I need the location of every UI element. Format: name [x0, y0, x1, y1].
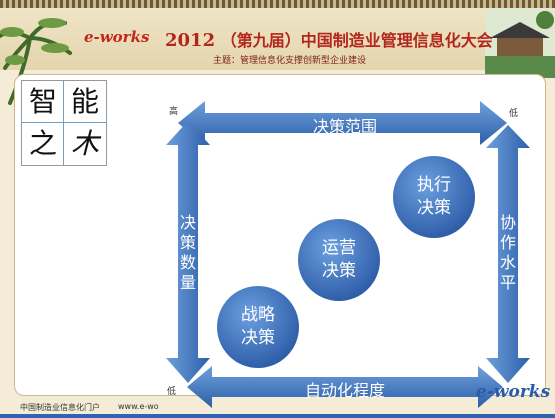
conference-subtitle: 主题：管理信息化支撑创新型企业建设: [213, 56, 367, 66]
arrow-left: [166, 121, 210, 383]
conference-year: 2012: [165, 30, 216, 51]
label-char: 协: [499, 213, 516, 232]
label-collaboration-level: 协 作 水 平: [498, 213, 518, 293]
label-char: 策: [179, 233, 196, 252]
label-automation-degree: 自动化程度: [304, 381, 385, 400]
eworks-logo: e-works: [84, 28, 150, 46]
sign-char: 木: [70, 127, 99, 160]
footer-portal-name: 中国制造业信息化门户: [20, 403, 100, 412]
arrow-right: [486, 125, 530, 383]
grid-line: [63, 81, 64, 165]
bottom-bar: [0, 414, 555, 418]
circle-text-line: 执行: [417, 175, 451, 195]
label-decision-scope: 决策范围: [312, 117, 377, 136]
palm-tree-icon: [0, 18, 72, 105]
sign-char: 之: [28, 127, 57, 160]
circle-label-operations: 运营 决策: [299, 237, 379, 283]
circle-text-line: 决策: [322, 261, 356, 281]
circle-execution: [393, 156, 475, 238]
label-char: 作: [499, 233, 516, 252]
label-decision-quantity: 决 策 数 量: [178, 213, 198, 293]
label-char: 水: [499, 253, 516, 272]
arrow-top: [178, 101, 507, 145]
circle-text-line: 运营: [322, 238, 356, 258]
header-banner: [0, 8, 555, 70]
circle-text-line: 决策: [241, 328, 275, 348]
circle-text-line: 战略: [241, 305, 275, 325]
conference-title: 2012 （第九届）中国制造业管理信息化大会: [165, 27, 493, 51]
corner-label-top-left: 高: [169, 107, 179, 117]
corner-label-top-right: 低: [509, 109, 519, 119]
top-border: [0, 0, 555, 8]
label-char: 数: [179, 253, 196, 272]
circle-label-execution: 执行 决策: [394, 174, 474, 220]
conference-title-text: （第九届）中国制造业管理信息化大会: [220, 31, 493, 50]
label-char: 决: [179, 213, 196, 232]
eworks-watermark: e-works: [476, 382, 551, 402]
circle-label-strategy: 战略 决策: [218, 304, 298, 350]
circle-text-line: 决策: [417, 198, 451, 218]
sign-char: 能: [70, 85, 99, 118]
footer-url: www.e-wo: [118, 402, 159, 411]
label-char: 平: [499, 273, 516, 292]
pavilion-icon: [485, 8, 555, 78]
grid-line: [22, 122, 106, 123]
circle-operations: [298, 219, 380, 301]
sign-char: 智: [28, 85, 57, 118]
corner-label-bottom-left: 低: [167, 387, 177, 397]
circle-strategy: [217, 286, 299, 368]
title-sign: 智 能 之 木: [21, 80, 107, 166]
label-char: 量: [179, 273, 196, 292]
arrow-bottom: [187, 366, 503, 408]
